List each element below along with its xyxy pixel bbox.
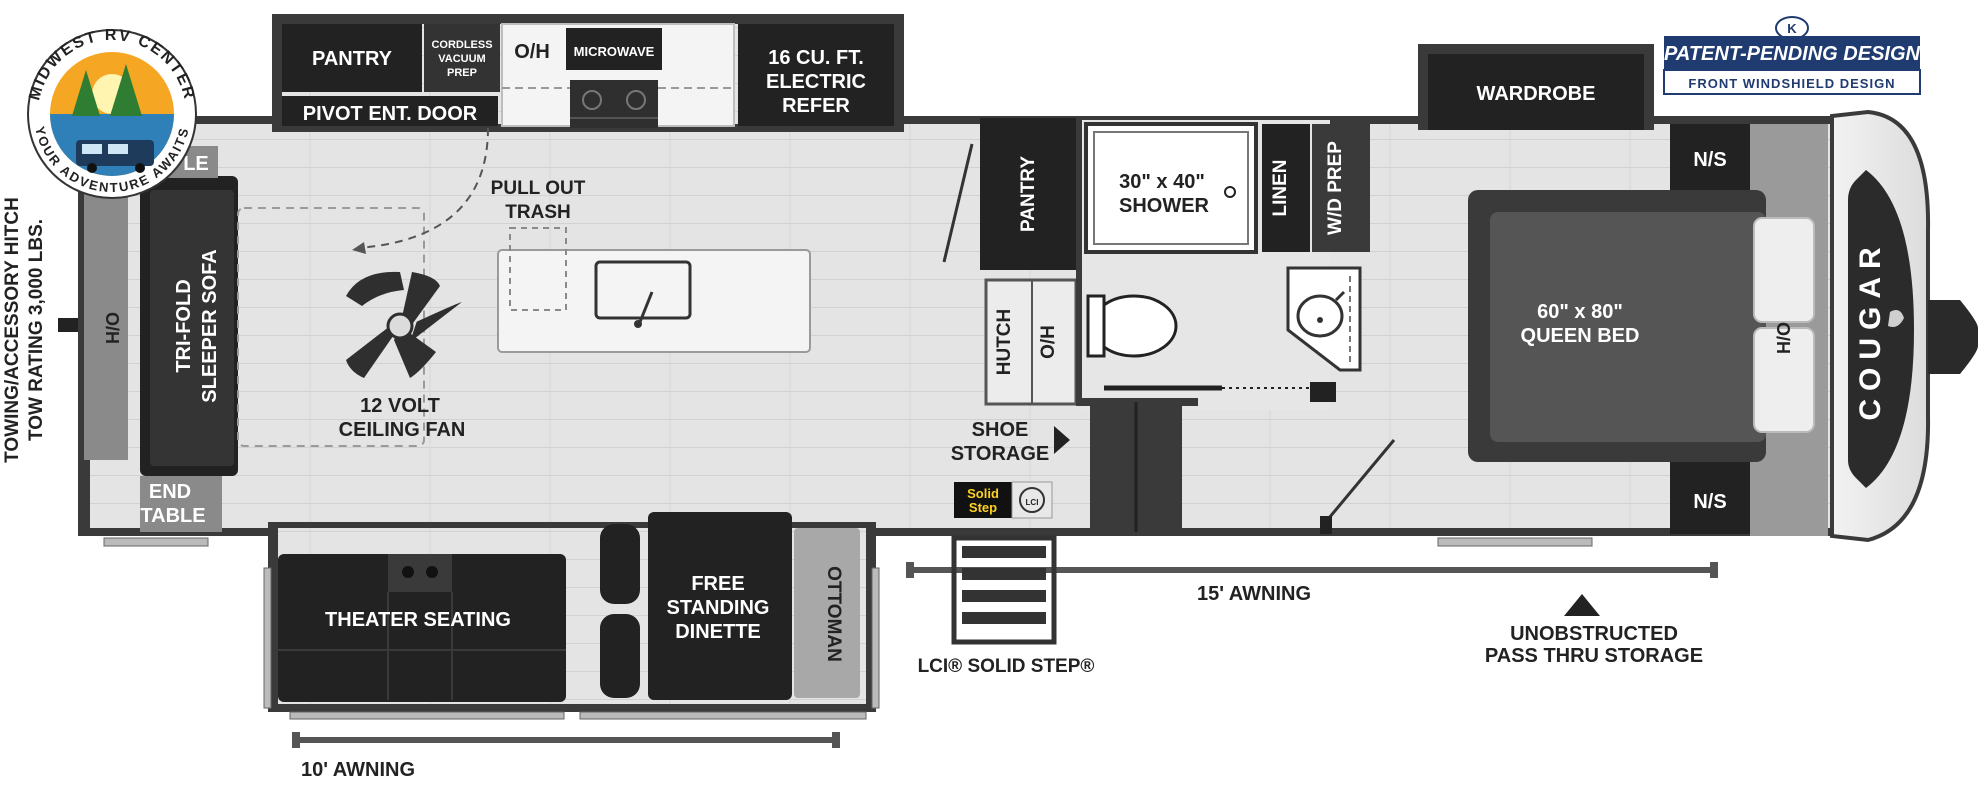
exterior: 10' AWNING 15' AWNING LCI® SOLID STEP® U… <box>2 197 1718 781</box>
solid-step-badge-1: Solid <box>967 486 999 501</box>
lavatory-sink-icon <box>1286 266 1362 372</box>
microwave-label: MICROWAVE <box>574 44 655 59</box>
vacuum-label-3: PREP <box>447 67 477 79</box>
overhead-kitchen-label: O/H <box>514 41 550 63</box>
pivot-door-label: PIVOT ENT. DOOR <box>303 103 478 125</box>
kitchen-slide: PANTRY CORDLESS VACUUM PREP PIVOT ENT. D… <box>282 23 894 128</box>
solid-step-stairs <box>951 535 1057 645</box>
pantry-top-label: PANTRY <box>312 48 393 70</box>
pass-thru-arrow-icon <box>1564 594 1600 616</box>
electric-refrigerator <box>738 24 894 126</box>
pantry-top <box>282 24 422 92</box>
nightstand-top <box>1670 124 1750 190</box>
living-slide: THEATER SEATING FREE STANDING DINETTE OT… <box>278 512 860 702</box>
badge-brand-letter: K <box>1787 21 1797 36</box>
awning-rear-label: 10' AWNING <box>301 759 415 781</box>
wardrobe <box>1428 54 1644 130</box>
refer-label-2: ELECTRIC <box>766 71 866 93</box>
overhead-hutch-label: O/H <box>1038 325 1059 359</box>
badge-title: PATENT-PENDING DESIGN <box>1664 43 1921 65</box>
fan-label-2: CEILING FAN <box>339 419 466 441</box>
pantry-mid-label: PANTRY <box>1018 156 1039 232</box>
end-table-label-1: END <box>149 481 191 503</box>
ns-top-label: N/S <box>1693 149 1726 171</box>
nightstand-bottom <box>1670 462 1750 534</box>
shower-drain-icon <box>1224 186 1236 198</box>
shower-label-2: SHOWER <box>1119 195 1210 217</box>
brand-name: COUGAR <box>1854 239 1887 420</box>
badge-subtitle: FRONT WINDSHIELD DESIGN <box>1688 76 1895 91</box>
pillow-bottom <box>1753 327 1815 433</box>
toilet-icon <box>1086 294 1178 358</box>
dinette-label-2: STANDING <box>667 597 770 619</box>
theater-seating <box>278 554 566 702</box>
dinette-label-1: FREE <box>691 573 744 595</box>
shower-label-1: 30" x 40" <box>1119 171 1205 193</box>
mid-pantry <box>980 118 1076 270</box>
solid-step-badge-2: Step <box>969 500 997 515</box>
dinette-label-3: DINETTE <box>675 621 761 643</box>
overhead-rear-label: O/H <box>102 312 122 344</box>
hitch-label-2: TOW RATING 3,000 LBS. <box>26 219 47 441</box>
refer-label-3: REFER <box>782 95 850 117</box>
ns-bottom-label: N/S <box>1693 491 1726 513</box>
solid-step-badge: Solid Step LCI <box>954 481 1053 519</box>
rv-icon <box>76 140 154 173</box>
end-table-label-2: TABLE <box>140 505 205 527</box>
rear-overhead <box>84 190 128 460</box>
hitch-receiver <box>58 318 78 332</box>
awning-main-label: 15' AWNING <box>1197 583 1311 605</box>
wardrobe-label: WARDROBE <box>1477 83 1596 105</box>
vacuum-label-2: VACUUM <box>438 53 485 65</box>
microwave <box>566 28 662 70</box>
bed-label-1: 60" x 80" <box>1537 301 1623 323</box>
shoe-label-2: STORAGE <box>951 443 1050 465</box>
linen-label: LINEN <box>1270 160 1291 217</box>
theater-label: THEATER SEATING <box>325 609 511 631</box>
bedroom: WARDROBE N/S N/S 60" x 80" QUEEN BED H/O… <box>1320 54 1914 534</box>
overhead-front-label: H/O <box>1774 322 1794 354</box>
pivot-entry-door <box>282 96 498 126</box>
ottoman-label: OTTOMAN <box>823 566 844 662</box>
cougar-emblem-icon <box>1888 310 1904 327</box>
patent-badge: K PATENT-PENDING DESIGN FRONT WINDSHIELD… <box>1663 16 1921 95</box>
linen-cabinet <box>1262 124 1310 252</box>
hitch-label-1: TOWING/ACCESSORY HITCH <box>2 197 23 463</box>
ceiling-fan-icon <box>346 271 462 378</box>
pull-out-trash <box>509 227 567 311</box>
sink-icon <box>594 260 692 328</box>
bed-label-2: QUEEN BED <box>1521 325 1640 347</box>
sofa-label-1: TRI-FOLD <box>173 279 195 372</box>
pass-thru-label-1: UNOBSTRUCTED <box>1510 623 1678 645</box>
living-area: O/H TRI-FOLD SLEEPER SOFA LE END TABLE 1… <box>84 127 811 532</box>
shoe-label-1: SHOE <box>972 419 1029 441</box>
wd-prep <box>1312 124 1370 252</box>
lci-step-label: LCI® SOLID STEP® <box>918 656 1095 677</box>
trash-label-1: PULL OUT <box>491 178 586 199</box>
sofa-label-2: SLEEPER SOFA <box>199 249 221 402</box>
trash-label-2: TRASH <box>505 202 570 223</box>
pass-thru-label-2: PASS THRU STORAGE <box>1485 645 1703 667</box>
shoe-arrow-icon <box>1054 426 1070 454</box>
cordless-vacuum-prep <box>424 24 500 92</box>
mid-section: PANTRY HUTCH O/H SHOE STORAGE Solid Step… <box>942 116 1370 532</box>
chair-upper <box>600 524 640 604</box>
refer-label-1: 16 CU. FT. <box>768 47 864 69</box>
end-table-top-label: LE <box>183 153 209 175</box>
vacuum-label-1: CORDLESS <box>431 39 492 51</box>
dealer-logo: MIDWEST RV CENTER YOUR ADVENTURE AWAITS <box>26 27 197 199</box>
pillow-top <box>1753 217 1815 323</box>
hutch-label: HUTCH <box>994 309 1015 376</box>
lci-badge-label: LCI <box>1026 498 1039 507</box>
free-standing-dinette <box>648 512 792 700</box>
end-table-bottom <box>140 476 222 532</box>
cooktop-icon <box>570 80 658 128</box>
chair-lower <box>600 614 640 698</box>
wd-prep-label: W/D PREP <box>1325 141 1346 235</box>
fan-label-1: 12 VOLT <box>360 395 440 417</box>
ottoman <box>794 528 860 698</box>
